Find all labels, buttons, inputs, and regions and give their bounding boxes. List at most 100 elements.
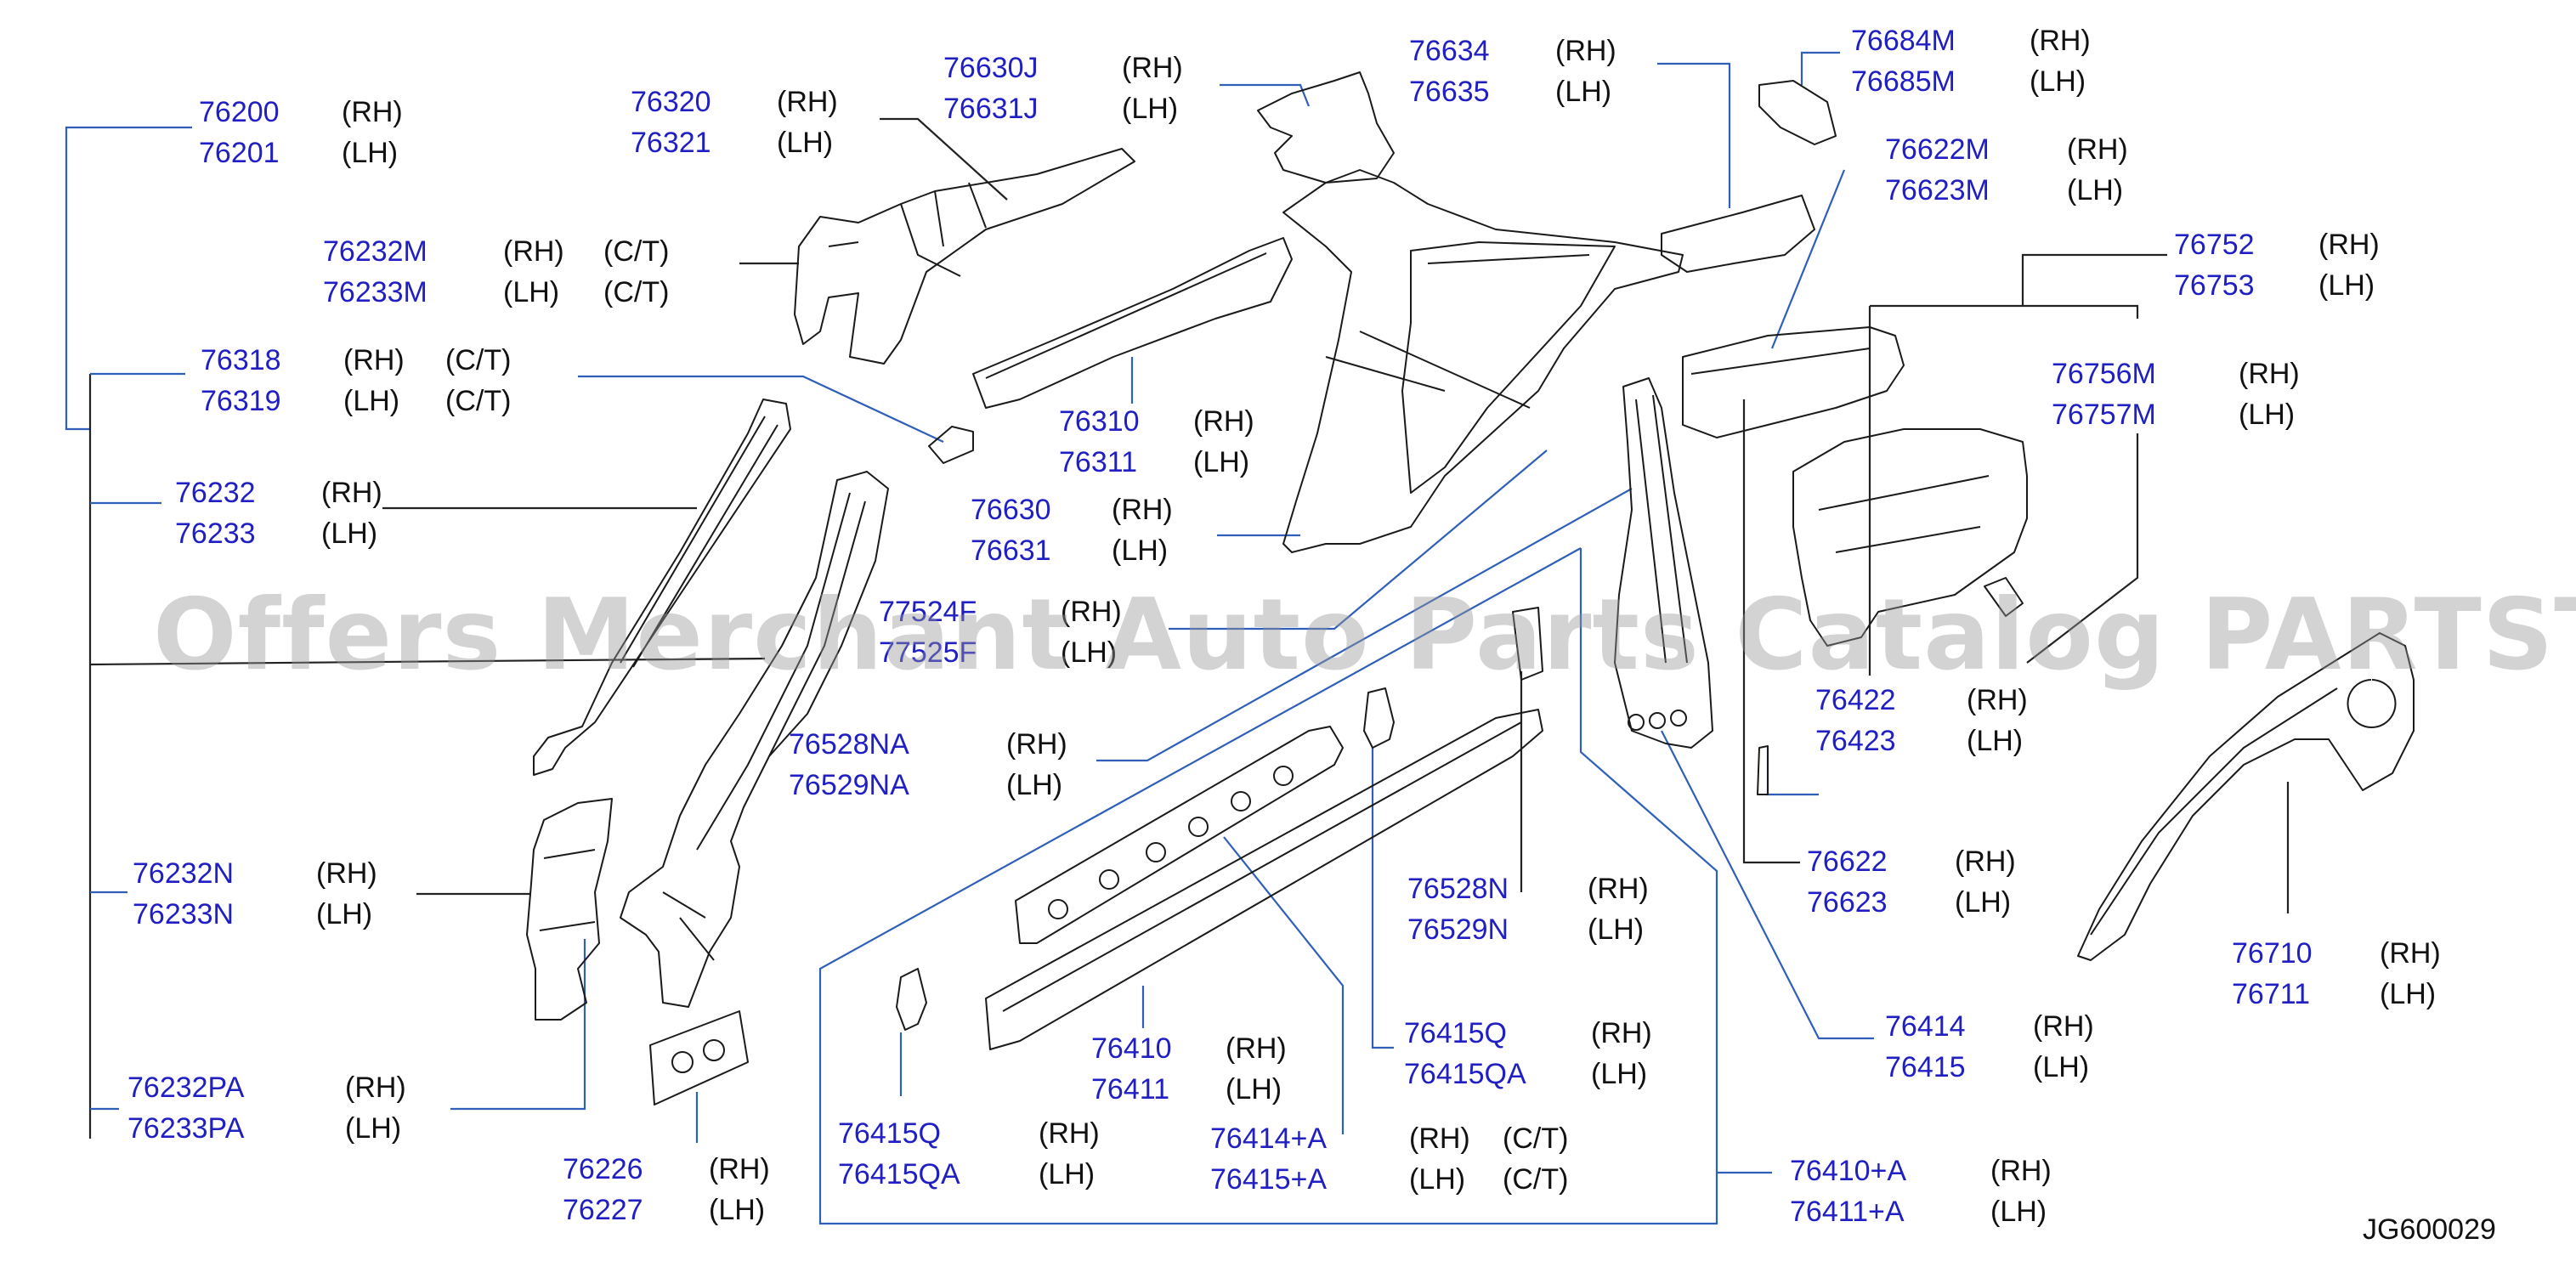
part-number[interactable]: 76318 <box>201 344 281 376</box>
part-number[interactable]: 76233M <box>323 276 427 308</box>
reinforcement-plate-part <box>649 1010 749 1105</box>
part-number[interactable]: 76415Q <box>838 1117 941 1150</box>
part-number[interactable]: 76227 <box>563 1194 643 1226</box>
leader-line <box>2021 253 2167 306</box>
part-number[interactable]: 77525F <box>879 636 977 669</box>
part-number[interactable]: 76311 <box>1059 446 1138 478</box>
pillar-hole <box>1670 710 1687 727</box>
side-designation: (LH) <box>1226 1073 1282 1105</box>
side-designation: (LH) <box>2033 1051 2090 1083</box>
side-designation: (RH) <box>2318 229 2380 261</box>
part-number[interactable]: 76310 <box>1059 405 1140 438</box>
leader-line <box>1220 83 1311 107</box>
bracket-part <box>928 426 974 464</box>
side-designation: (LH) <box>345 1112 402 1145</box>
side-designation: (LH) <box>1591 1058 1648 1090</box>
part-number[interactable]: 76631J <box>943 93 1039 125</box>
part-number[interactable]: 76415QA <box>838 1158 960 1190</box>
part-number[interactable]: 76233N <box>133 898 235 930</box>
part-number[interactable]: 76756M <box>2052 358 2156 390</box>
side-designation: (LH) <box>1555 76 1612 108</box>
part-number[interactable]: 76233 <box>175 517 256 550</box>
leader-line <box>1870 304 2139 319</box>
part-number[interactable]: 77524F <box>879 596 977 628</box>
part-number[interactable]: 76320 <box>631 86 711 118</box>
side-designation: (RH) <box>1555 35 1616 67</box>
roof-side-rail-part <box>1661 195 1815 273</box>
part-number[interactable]: 76422 <box>1815 684 1896 716</box>
part-number[interactable]: 76414+A <box>1210 1122 1328 1155</box>
part-number[interactable]: 76529N <box>1407 913 1509 946</box>
side-designation: (RH) <box>1990 1155 2052 1187</box>
part-number[interactable]: 76623 <box>1807 886 1888 919</box>
part-number[interactable]: 76200 <box>199 96 280 128</box>
part-number[interactable]: 76232 <box>175 477 256 509</box>
part-number[interactable]: 76232N <box>133 857 235 890</box>
part-number[interactable]: 76622 <box>1807 845 1888 878</box>
part-number[interactable]: 76634 <box>1409 35 1490 67</box>
part-number[interactable]: 76233PA <box>127 1112 245 1145</box>
side-designation: (LH) <box>1006 769 1063 801</box>
part-number[interactable]: 76631 <box>971 534 1051 567</box>
part-number[interactable]: 76232M <box>323 235 427 268</box>
part-number[interactable]: 76414 <box>1885 1010 1966 1043</box>
part-number[interactable]: 76415Q <box>1404 1017 1507 1049</box>
part-number[interactable]: 76622M <box>1885 133 1990 166</box>
part-number[interactable]: 76630J <box>943 52 1039 84</box>
side-designation: (RH) <box>1409 1122 1470 1155</box>
part-number[interactable]: 76226 <box>563 1153 643 1185</box>
side-designation: (RH) <box>321 477 382 509</box>
leader-line <box>1800 51 1840 85</box>
part-number[interactable]: 76411 <box>1091 1073 1170 1105</box>
side-designation: (RH) <box>343 344 405 376</box>
watermark: Offers Merchant Auto Parts Catalog PARTS… <box>153 578 2576 693</box>
diagram-code: JG600029 <box>2363 1213 2496 1246</box>
part-number[interactable]: 76232PA <box>127 1072 245 1104</box>
part-number[interactable]: 76411+A <box>1790 1196 1905 1228</box>
part-number[interactable]: 76684M <box>1851 25 1956 57</box>
part-number[interactable]: 76757M <box>2052 399 2156 431</box>
side-designation: (RH) <box>1967 684 2028 716</box>
part-number[interactable]: 76319 <box>201 385 281 417</box>
part-number[interactable]: 76752 <box>2174 229 2255 261</box>
side-designation: (RH) <box>2380 937 2441 970</box>
center-pillar-part <box>1614 377 1713 749</box>
part-number[interactable]: 76321 <box>631 127 711 159</box>
sill-cap-part <box>1363 687 1395 749</box>
panel-tab-part <box>1984 577 2024 617</box>
leader-line <box>1742 399 1800 864</box>
side-designation: (RH) <box>1122 52 1183 84</box>
part-number[interactable]: 76529NA <box>789 769 909 801</box>
part-number[interactable]: 76201 <box>199 137 280 169</box>
part-number[interactable]: 76623M <box>1885 174 1990 206</box>
part-number[interactable]: 76528N <box>1407 873 1509 905</box>
inner-body-side-part <box>1325 241 1616 494</box>
leader-line <box>818 547 1718 1225</box>
part-number[interactable]: 76423 <box>1815 725 1896 757</box>
part-number[interactable]: 76635 <box>1409 76 1490 108</box>
part-number[interactable]: 76685M <box>1851 65 1956 98</box>
part-number[interactable]: 76528NA <box>789 728 909 761</box>
side-designation: (RH) <box>503 235 564 268</box>
wheelhouse-part <box>1792 428 2028 647</box>
side-designation: (LH) <box>503 276 560 308</box>
part-number[interactable]: 76630 <box>971 494 1051 526</box>
part-number[interactable]: 76415 <box>1885 1051 1966 1083</box>
lower-pillar-part <box>526 798 613 1021</box>
side-designation: (RH) <box>709 1153 770 1185</box>
leader-line <box>578 375 944 443</box>
part-number[interactable]: 76410 <box>1091 1032 1172 1065</box>
part-number[interactable]: 76753 <box>2174 269 2255 302</box>
part-number[interactable]: 76415+A <box>1210 1163 1328 1196</box>
side-designation: (LH) <box>1990 1196 2047 1228</box>
variant-note: (C/T) <box>1503 1122 1569 1155</box>
pillar-hole <box>1628 714 1645 731</box>
leader-line <box>1096 488 1633 762</box>
sill-hole <box>1231 791 1251 811</box>
part-number[interactable]: 76415QA <box>1404 1058 1526 1090</box>
part-number[interactable]: 76410+A <box>1790 1155 1907 1187</box>
part-number[interactable]: 76711 <box>2232 978 2311 1010</box>
part-number[interactable]: 76710 <box>2232 937 2313 970</box>
